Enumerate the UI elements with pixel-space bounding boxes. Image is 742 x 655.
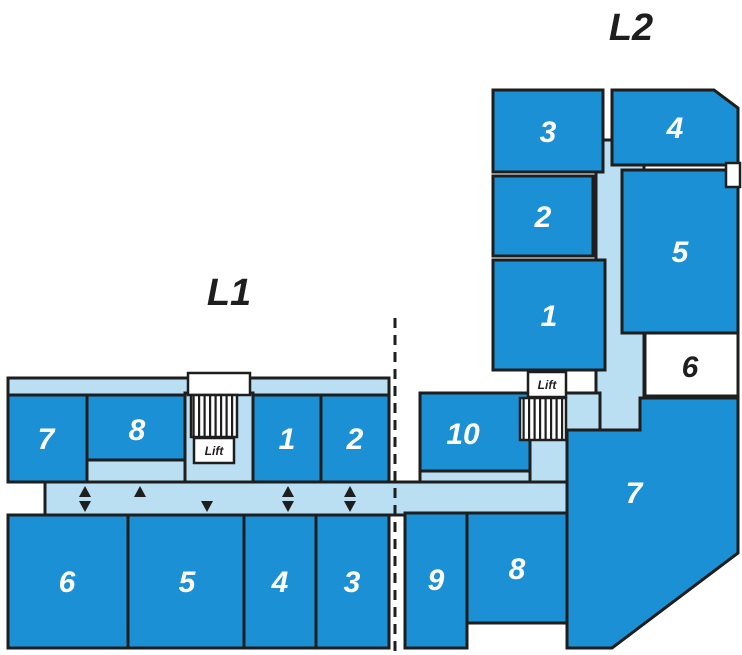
room-label-l2-5: 5 <box>672 236 690 269</box>
arrow-up-icon <box>134 486 146 497</box>
room-label-l1-4: 4 <box>271 566 289 599</box>
room-l1-5 <box>126 513 246 650</box>
room-l2-2 <box>491 174 595 258</box>
lift-label: Lift <box>205 444 225 458</box>
room-label-l1-8-right: 8 <box>509 553 526 586</box>
room-l1-8 <box>85 393 187 462</box>
level-label-l1: L1 <box>207 272 251 314</box>
room-label-l1-3: 3 <box>344 566 361 599</box>
room-label-l2-6: 6 <box>682 351 699 384</box>
room-label-l2-4: 4 <box>666 112 684 145</box>
room-l1-6 <box>6 513 130 650</box>
room-label-l1-6: 6 <box>59 566 76 599</box>
arrow-down-icon <box>79 501 91 512</box>
stairs-icon <box>518 396 568 442</box>
level-label-l2: L2 <box>609 7 653 49</box>
room-l1-8-right <box>465 511 569 625</box>
room-l2-4 <box>610 88 740 167</box>
l2-rooms <box>491 88 742 398</box>
room-label-l1-2: 2 <box>346 423 364 456</box>
arrow-down-icon <box>344 501 356 512</box>
arrow-down-icon <box>282 501 294 512</box>
room-labels: 3 4 2 5 1 6 7 8 1 2 10 7 6 5 4 3 9 8 <box>38 112 699 599</box>
lift-box <box>526 370 568 399</box>
room-l2-6 <box>643 331 740 398</box>
stairs-and-lifts: Lift Lift <box>186 370 568 465</box>
room-l1-7-side <box>565 396 740 650</box>
lift-box <box>192 436 236 465</box>
stair-shaft-opening <box>186 371 252 397</box>
room-l1-2 <box>319 393 391 484</box>
room-label-l2-1: 1 <box>541 300 558 333</box>
room-label-l1-9: 9 <box>428 564 445 597</box>
room-l1-7 <box>6 393 89 484</box>
corridor-l1-main <box>43 480 569 517</box>
room-l1-9 <box>403 511 469 650</box>
lift-label: Lift <box>538 378 558 392</box>
room-label-l2-2: 2 <box>534 201 552 234</box>
corridor-arrows <box>79 486 356 512</box>
room-label-l1-7-side: 7 <box>626 477 644 510</box>
stairs-icon <box>189 393 239 439</box>
arrow-up-icon <box>344 486 356 497</box>
room-l2-3 <box>491 88 605 174</box>
arrow-up-icon <box>282 486 294 497</box>
arrow-down-icon <box>201 501 213 512</box>
room-label-l1-10: 10 <box>446 418 480 451</box>
room-label-l2-3: 3 <box>540 116 557 149</box>
room-label-l1-5: 5 <box>179 566 197 599</box>
edge-notch <box>724 161 742 189</box>
room-l1-1 <box>251 393 323 484</box>
room-label-l1-7: 7 <box>38 423 56 456</box>
room-l2-1 <box>491 258 607 372</box>
l1-rooms <box>6 391 740 650</box>
room-l1-3 <box>314 513 391 650</box>
room-label-l1-1: 1 <box>279 423 296 456</box>
room-label-l1-8: 8 <box>129 414 146 447</box>
arrow-up-icon <box>79 486 91 497</box>
room-l1-4 <box>242 513 318 650</box>
